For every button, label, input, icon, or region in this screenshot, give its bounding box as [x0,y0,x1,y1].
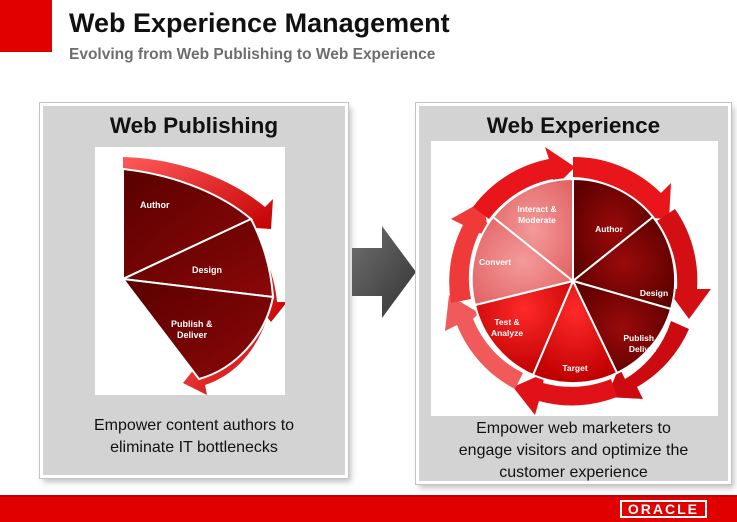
author-label: Author [140,200,170,210]
convert-label: Convert [479,257,511,267]
oracle-logo: ORACLE [619,500,707,518]
design-label: Design [640,288,668,298]
web-experience-cycle-diagram: Author Design Publish & Deliver Target T… [445,147,711,415]
test-label-line1: Test & [494,317,519,327]
publish-label-line1: Publish & [623,333,662,343]
convert-segment [470,215,576,307]
design-label: Design [192,265,222,275]
publish-label-line1: Publish & [171,319,213,329]
caption-line: customer experience [499,464,648,481]
author-label: Author [595,224,624,234]
caption-line: engage visitors and optimize the [458,442,689,459]
web-publishing-caption: Empower content authors to eliminate IT … [43,415,345,459]
footer-bar: ORACLE [0,495,737,522]
caption-line: Empower web marketers to [476,420,671,437]
interact-moderate-segment [491,177,574,284]
web-experience-panel: Web Experience [416,103,731,484]
web-experience-caption: Empower web marketers to engage visitors… [419,418,728,484]
brand-red-square [0,0,52,52]
caption-line: eliminate IT bottlenecks [110,439,278,456]
publish-deliver-segment [571,279,673,375]
author-segment [572,177,655,284]
target-segment [531,278,619,385]
test-analyze-segment [473,279,575,377]
design-segment [570,215,677,311]
test-label-line2: Analyze [491,328,523,338]
page-title: Web Experience Management [69,8,450,38]
caption-line: Empower content authors to [93,417,295,434]
transition-arrow [352,226,416,318]
outer-arrow-ring [445,147,711,415]
publish-label-line2: Deliver [177,330,208,340]
web-experience-title: Web Experience [486,113,661,138]
publish-label-line2: Deliver [629,344,658,354]
web-publishing-panel: Web Publishing Author Design Publish & D [40,103,348,478]
interact-label-line2: Moderate [518,215,556,225]
web-publishing-title: Web Publishing [109,113,279,138]
author-segment [122,167,253,281]
page-subtitle: Evolving from Web Publishing to Web Expe… [69,46,436,63]
web-experience-diagram-area: Author Design Publish & Deliver Target T… [431,141,718,416]
target-label: Target [562,363,588,373]
web-publishing-diagram-area: Author Design Publish & Deliver [95,147,287,395]
publish-segment [120,277,275,381]
design-segment [119,217,275,299]
interact-label-line1: Interact & [517,204,556,214]
web-publishing-diagram: Author Design Publish & Deliver [119,157,287,395]
